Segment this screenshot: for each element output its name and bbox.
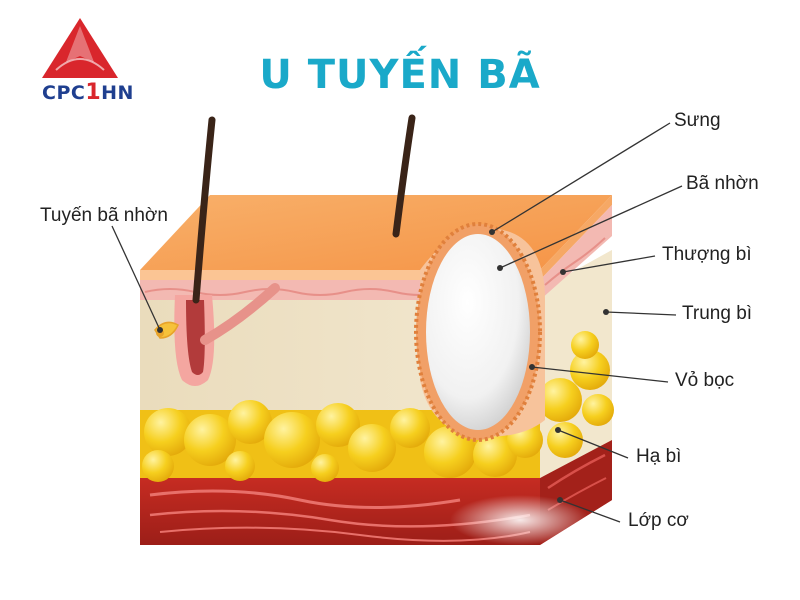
epidermis-surface xyxy=(140,195,612,280)
label-lop-co: Lớp cơ xyxy=(628,510,689,531)
label-thuong-bi: Thượng bì xyxy=(662,244,752,265)
hair-strand xyxy=(392,114,416,238)
logo-text: CPC1HN xyxy=(42,80,134,105)
leader-dots xyxy=(157,229,609,503)
cyst xyxy=(414,222,545,442)
label-vo-boc: Vỏ bọc xyxy=(675,370,735,391)
page-title: U TUYẾN BÃ xyxy=(259,52,541,98)
hair-follicle xyxy=(154,116,216,386)
label-ha-bi: Hạ bì xyxy=(636,446,682,467)
arrector-muscle xyxy=(200,283,280,345)
label-sung: Sưng xyxy=(674,110,721,131)
logo-mark xyxy=(42,18,118,78)
label-tuyen-ba-nhon: Tuyến bã nhờn xyxy=(40,205,168,226)
muscle-layer xyxy=(140,438,612,545)
logo-one: 1 xyxy=(85,80,102,105)
label-ba-nhon: Bã nhờn xyxy=(686,173,759,194)
label-trung-bi: Trung bì xyxy=(682,303,753,324)
leader-lines xyxy=(111,122,683,523)
logo-prefix: CPC xyxy=(42,82,86,104)
logo-suffix: HN xyxy=(101,82,134,104)
